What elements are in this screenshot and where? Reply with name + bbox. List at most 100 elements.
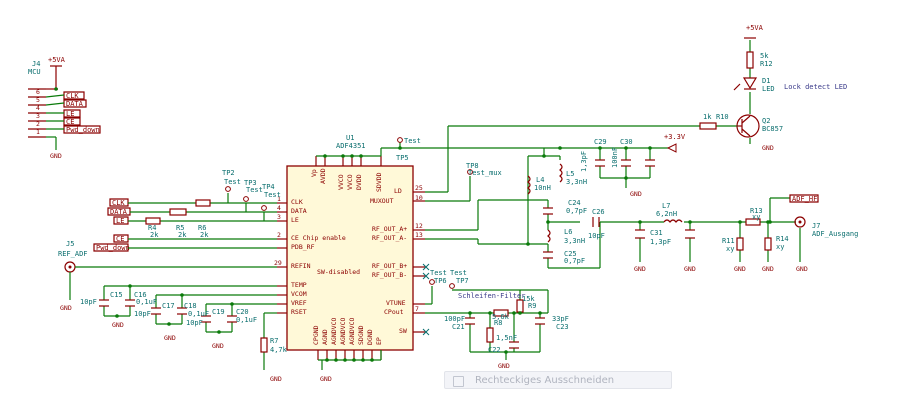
c22-ref: C22: [488, 346, 501, 354]
j4-pin5: 5: [36, 96, 40, 104]
mcu-net-le: LE: [66, 110, 74, 118]
resistor-r10[interactable]: [699, 122, 717, 130]
u1-pin-rfoutb-n: RF_OUT_B-: [372, 271, 407, 279]
svg-text:Test_mux: Test_mux: [468, 169, 502, 177]
svg-text:Test: Test: [430, 269, 447, 277]
u1-pin-vvco2: VVCO: [346, 174, 354, 190]
j4-pin1: 1: [36, 128, 40, 136]
j7-ref: J7: [812, 222, 820, 230]
resistor-r4[interactable]: [145, 217, 161, 225]
q2-ref: Q2: [762, 117, 770, 125]
svg-text:TP4: TP4: [262, 183, 275, 191]
u1-pin-ep: EP: [375, 337, 383, 345]
j4-pin6: 6: [36, 88, 40, 96]
l4-value: 10nH: [534, 184, 551, 192]
resistor-r8[interactable]: [493, 309, 509, 317]
mcu-power-label: +5VA: [48, 56, 66, 64]
r11-ref: R11: [722, 237, 735, 245]
resistor-r12[interactable]: [746, 51, 754, 69]
c26-value: 10pF: [588, 232, 605, 240]
svg-text:+3.3V: +3.3V: [664, 133, 686, 141]
u1-pinnum-cpout: 7: [415, 305, 419, 313]
u1-pin-vtune: VTUNE: [386, 299, 406, 307]
d1-type: LED: [762, 85, 775, 93]
transistor-q2[interactable]: [736, 114, 760, 138]
inductor-l4[interactable]: [527, 175, 531, 195]
c25-value: 0,7pF: [564, 257, 585, 265]
led-d1[interactable]: [733, 77, 758, 91]
gnd-filter: GND: [498, 362, 510, 370]
r9-ref: R9: [528, 302, 536, 310]
testpoint-tp3[interactable]: TP3 Test: [243, 179, 263, 202]
gnd-r14: GND: [762, 265, 774, 273]
gnd-j7: GND: [796, 265, 808, 273]
output-connector-j7[interactable]: [794, 216, 806, 228]
gnd-c29: GND: [634, 265, 646, 273]
testpoint-tp6[interactable]: Test TP6: [429, 269, 447, 285]
crop-rectangle-icon: [453, 376, 464, 387]
c20-value: 0,1uF: [236, 316, 257, 324]
r14-value: xy: [776, 243, 784, 251]
u1-pin-sdvdd: SDVDD: [375, 172, 383, 192]
u1-pinnum-data: 4: [277, 204, 281, 212]
u1-pin-agndvco1: AGNDVCO: [330, 318, 338, 345]
crop-tooltip-text: Rechteckiges Ausschneiden: [475, 375, 615, 386]
j4-pin3: 3: [36, 112, 40, 120]
mcu-connector[interactable]: J4 MCU +5VA 6 5 4 3 2 1 CLK DATA LE CE P…: [28, 56, 101, 160]
gnd-c17: GND: [164, 334, 176, 342]
resistor-r11[interactable]: [736, 237, 744, 251]
ref-input-connector[interactable]: J5 REF_ADF GND: [58, 240, 277, 312]
c20-ref: C20: [236, 308, 249, 316]
inductor-l6[interactable]: [547, 229, 551, 243]
resistor-r13[interactable]: [745, 218, 761, 226]
u1-pin-avdd: AVDD: [319, 168, 327, 184]
testpoint-tp4[interactable]: TP4 Test: [261, 183, 281, 211]
svg-text:Test: Test: [264, 191, 281, 199]
c26-ref: C26: [592, 208, 605, 216]
u1-pin-vp: Vp: [310, 169, 318, 177]
r8-value: 5,6k: [492, 313, 510, 321]
u1-pin-agndvco3: AGNDVCO: [348, 318, 356, 345]
testpoint-tp5[interactable]: Test TP5: [396, 137, 421, 162]
u1-pin-agndvco2: AGNDVCO: [339, 318, 347, 345]
r11-value: xy: [726, 245, 734, 253]
u1-pinnum-ld: 25: [415, 184, 423, 192]
u1-pin-rfouta-n: RF_OUT_A-: [372, 234, 407, 242]
left-wires: [128, 193, 277, 249]
mcu-net-labels: CLK DATA LE CE Pwd_down: [63, 91, 101, 134]
resistor-r5[interactable]: [169, 208, 187, 216]
u1-pin-muxout: MUXOUT: [370, 197, 394, 205]
loop-filter-label: Schleifen-Filter: [458, 292, 525, 300]
u1-chip[interactable]: U1 ADF4351 SW-disabled CLK DATA LE CE Ch…: [274, 134, 423, 351]
c25-ref: C25: [564, 250, 577, 258]
power-3v3: +3.3V: [664, 133, 686, 153]
u1-pinnum-rfouta-p: 12: [415, 222, 423, 230]
c18-ref: C18: [184, 302, 197, 310]
inductor-l7[interactable]: [663, 219, 683, 223]
u1-pin-vvco1: VVCO: [337, 174, 345, 190]
svg-text:TP6: TP6: [434, 277, 447, 285]
gnd-r7: GND: [270, 375, 282, 383]
resistor-r6[interactable]: [195, 199, 211, 207]
svg-text:Test: Test: [224, 178, 241, 186]
inductor-l5[interactable]: [559, 163, 563, 183]
u1-pin-rfoutb-p: RF_OUT_B+: [372, 262, 407, 270]
testpoint-tp7[interactable]: Test TP7: [449, 269, 469, 289]
svg-text:TP8: TP8: [466, 162, 479, 170]
resistor-r14[interactable]: [764, 237, 772, 251]
testpoint-tp2[interactable]: TP2 Test: [222, 169, 241, 192]
u1-pin-pdbrf: PDB_RF: [291, 243, 315, 251]
c29-value: 1,3pF: [650, 238, 671, 246]
u1-pin-rfouta-p: RF_OUT_A+: [372, 225, 407, 233]
u1-pinnum-le: 3: [277, 213, 281, 221]
l6-value: 3,3nH: [564, 237, 585, 245]
gnd-r11: GND: [734, 265, 746, 273]
d1-ref: D1: [762, 77, 770, 85]
no-connect-markers: [422, 263, 430, 336]
c28-value: 100nF: [611, 147, 619, 168]
c28-ref: C30: [620, 138, 633, 146]
resistor-r7[interactable]: [260, 337, 268, 353]
r6-value: 2k: [200, 231, 209, 239]
u1-pin-sw: SW: [399, 327, 407, 335]
testpoint-tp8[interactable]: TP8 Test_mux: [466, 162, 502, 177]
